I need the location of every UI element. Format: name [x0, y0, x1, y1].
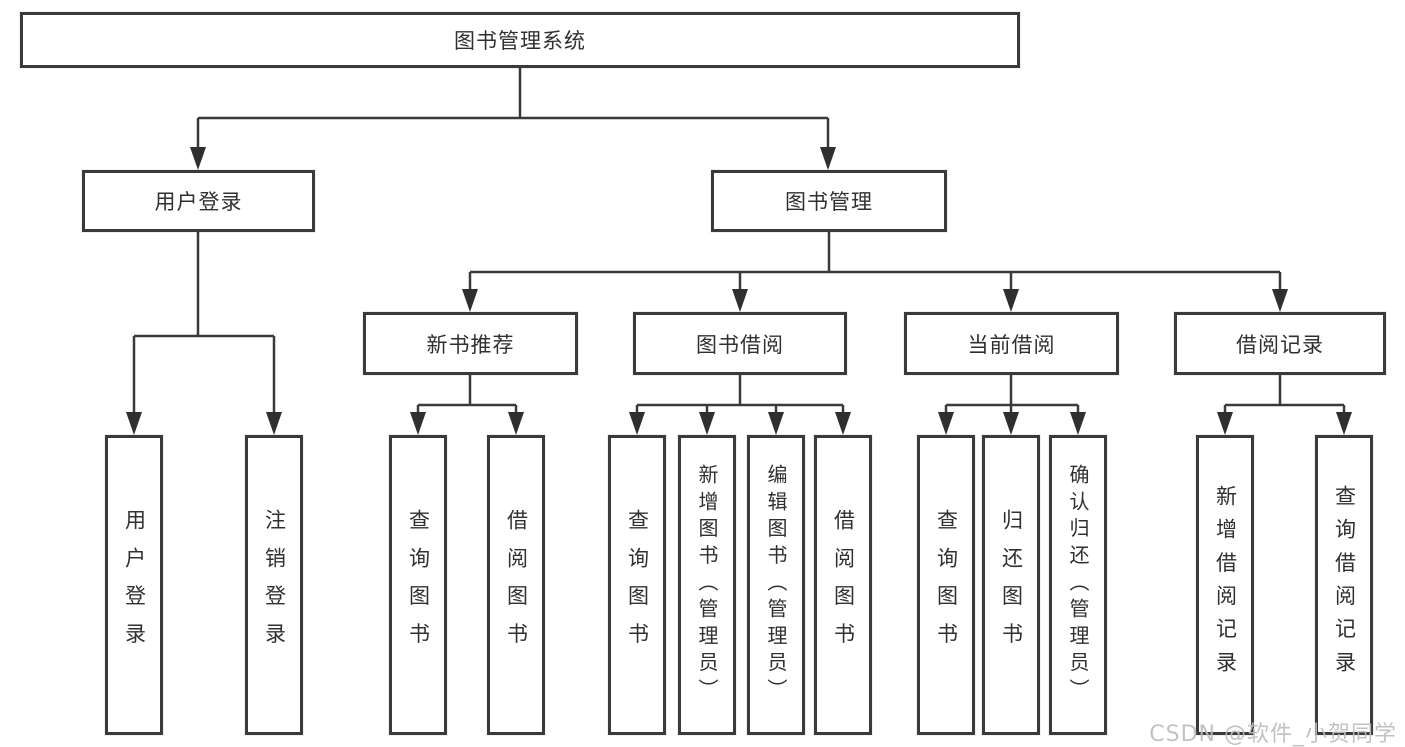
node-new-book-recommend: 新书推荐 [363, 312, 578, 375]
node-current-borrowing-label: 当前借阅 [967, 332, 1056, 357]
leaf-confirm-return-admin-label: 确认归还（管理员） [1066, 464, 1090, 706]
leaf-return-books: 归还图书 [982, 435, 1040, 735]
leaf-user-login-label: 用户登录 [122, 509, 147, 661]
leaf-query-books-borrowing: 查询图书 [608, 435, 666, 735]
leaf-query-borrow-record: 查询借阅记录 [1315, 435, 1373, 735]
leaf-return-books-label: 归还图书 [999, 509, 1024, 661]
leaf-query-books-current-label: 查询图书 [934, 509, 959, 661]
node-book-management-label: 图书管理 [785, 190, 873, 214]
csdn-watermark: CSDN @软件_小贺同学 [1149, 722, 1397, 747]
leaf-query-borrow-record-label: 查询借阅记录 [1332, 485, 1357, 685]
leaf-query-books-recommend: 查询图书 [389, 435, 447, 735]
leaf-borrow-books-recommend: 借阅图书 [487, 435, 545, 735]
arrowheads [126, 147, 1352, 435]
leaf-add-books-admin: 新增图书（管理员） [678, 435, 736, 735]
node-user-login-label: 用户登录 [154, 190, 243, 214]
node-new-book-recommend-label: 新书推荐 [426, 332, 515, 357]
leaf-query-books-borrowing-label: 查询图书 [625, 509, 650, 661]
leaf-query-books-recommend-label: 查询图书 [406, 509, 431, 661]
node-borrowing-records: 借阅记录 [1174, 312, 1386, 375]
leaf-query-books-current: 查询图书 [917, 435, 975, 735]
leaf-add-books-admin-label: 新增图书（管理员） [695, 464, 719, 706]
leaf-logout: 注销登录 [245, 435, 303, 735]
node-book-borrowing: 图书借阅 [633, 312, 847, 375]
leaf-borrow-books-recommend-label: 借阅图书 [504, 509, 529, 661]
node-library-system-label: 图书管理系统 [454, 29, 586, 53]
node-current-borrowing: 当前借阅 [904, 312, 1119, 375]
node-library-system: 图书管理系统 [20, 12, 1020, 68]
leaf-edit-books-admin-label: 编辑图书（管理员） [764, 464, 788, 706]
leaf-borrow-books-borrowing-label: 借阅图书 [831, 509, 856, 661]
leaf-borrow-books-borrowing: 借阅图书 [814, 435, 872, 735]
leaf-add-borrow-record: 新增借阅记录 [1196, 435, 1254, 735]
node-user-login: 用户登录 [82, 170, 315, 232]
leaf-confirm-return-admin: 确认归还（管理员） [1049, 435, 1107, 735]
node-book-borrowing-label: 图书借阅 [696, 332, 784, 357]
node-book-management: 图书管理 [711, 170, 947, 232]
leaf-add-borrow-record-label: 新增借阅记录 [1213, 485, 1238, 685]
node-borrowing-records-label: 借阅记录 [1236, 332, 1324, 357]
leaf-logout-label: 注销登录 [262, 509, 287, 661]
leaf-user-login: 用户登录 [105, 435, 163, 735]
leaf-edit-books-admin: 编辑图书（管理员） [747, 435, 805, 735]
